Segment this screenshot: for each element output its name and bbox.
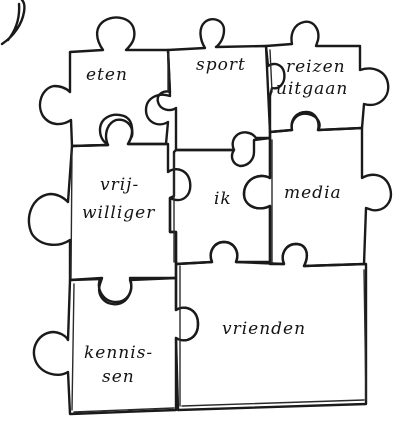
label-uitgaan: uitgaan xyxy=(276,79,348,99)
label-vrij: vrij- xyxy=(100,175,139,195)
label-eten: eten xyxy=(86,65,128,85)
label-kennis: kennis- xyxy=(84,343,153,363)
corner-scribble xyxy=(2,0,24,44)
label-reizen: reizen xyxy=(286,57,346,77)
label-ik: ik xyxy=(214,189,232,209)
label-williger: williger xyxy=(82,203,155,223)
label-media: media xyxy=(284,183,342,203)
piece-sport-outline xyxy=(158,19,285,150)
label-vrienden: vrienden xyxy=(222,319,306,339)
label-sen: sen xyxy=(102,367,135,387)
label-sport: sport xyxy=(196,55,246,75)
